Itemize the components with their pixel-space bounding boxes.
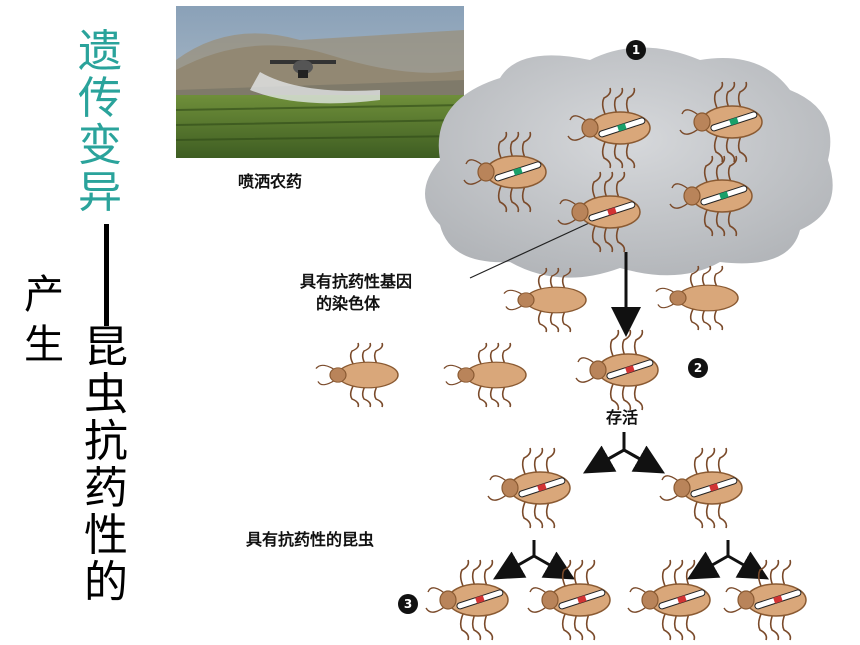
title-black-char: 抗 — [84, 416, 128, 467]
chromosome — [588, 201, 636, 222]
title-green-vertical: 遗 传 变 异 — [78, 28, 122, 216]
label-gene-line1: 具有抗药性基因 — [300, 272, 413, 291]
chromosome — [494, 161, 542, 182]
insect-icon — [557, 171, 641, 253]
insects-group — [315, 81, 807, 641]
side-word-char: 产 — [24, 272, 64, 318]
step-marker-2: 2 — [688, 358, 708, 378]
label-resistant-insects: 具有抗药性的昆虫 — [246, 530, 375, 549]
chromosome — [518, 477, 566, 498]
chromosome — [558, 589, 606, 610]
title-black-char: 昆 — [84, 322, 128, 373]
title-black-char: 的 — [84, 557, 128, 608]
chromosome — [658, 589, 706, 610]
title-green-char: 遗 — [78, 26, 122, 77]
insect-icon — [425, 559, 509, 641]
arrow-split-2-right — [533, 551, 576, 580]
dead-insect-icon — [503, 267, 587, 333]
arrow-split-1-right — [623, 445, 666, 474]
side-word-char: 生 — [24, 322, 64, 368]
title-black-char: 药 — [84, 463, 128, 514]
title-black-char: 虫 — [84, 369, 128, 420]
chromosome — [754, 589, 802, 610]
arrow-split-2-left — [492, 551, 535, 580]
title-black-char: 性 — [84, 510, 128, 561]
insect-icon — [627, 559, 711, 641]
insect-icon — [463, 131, 547, 213]
insect-icon — [723, 559, 807, 641]
chromosome — [456, 589, 504, 610]
title-dash — [104, 224, 109, 326]
chromosome — [598, 117, 646, 138]
arrow-split-3-right — [727, 551, 770, 580]
title-green-char: 异 — [78, 167, 122, 218]
step-marker-3: 3 — [398, 594, 418, 614]
insect-icon — [659, 447, 743, 529]
chromosome — [700, 185, 748, 206]
dead-insect-icon — [315, 342, 399, 408]
title-green-char: 传 — [78, 73, 122, 124]
label-survive: 存活 — [606, 408, 639, 427]
insect-icon — [487, 447, 571, 529]
insect-icon — [567, 87, 651, 169]
chromosome — [606, 359, 654, 380]
insect-icon — [679, 81, 763, 163]
label-gene-line2: 的染色体 — [316, 294, 381, 313]
step-marker-1: 1 — [626, 40, 646, 60]
title-black-vertical: 昆 虫 抗 药 性 的 — [84, 324, 128, 606]
dead-insect-icon — [655, 265, 739, 331]
pesticide-cloud — [425, 47, 833, 278]
chromosome — [710, 111, 758, 132]
chromosome — [690, 477, 738, 498]
airplane-icon — [270, 60, 336, 78]
label-spraying: 喷洒农药 — [238, 172, 303, 191]
gene-pointer-line — [469, 217, 601, 279]
dead-insect-icon — [443, 342, 527, 408]
arrow-split-1-left — [582, 445, 625, 474]
spraying-photo — [175, 6, 465, 158]
insect-icon — [527, 559, 611, 641]
insect-icon — [669, 155, 753, 237]
title-green-char: 变 — [78, 120, 122, 171]
side-word-vertical: 产 生 — [24, 270, 64, 370]
arrow-split-3-left — [686, 551, 729, 580]
insect-icon — [575, 329, 659, 411]
